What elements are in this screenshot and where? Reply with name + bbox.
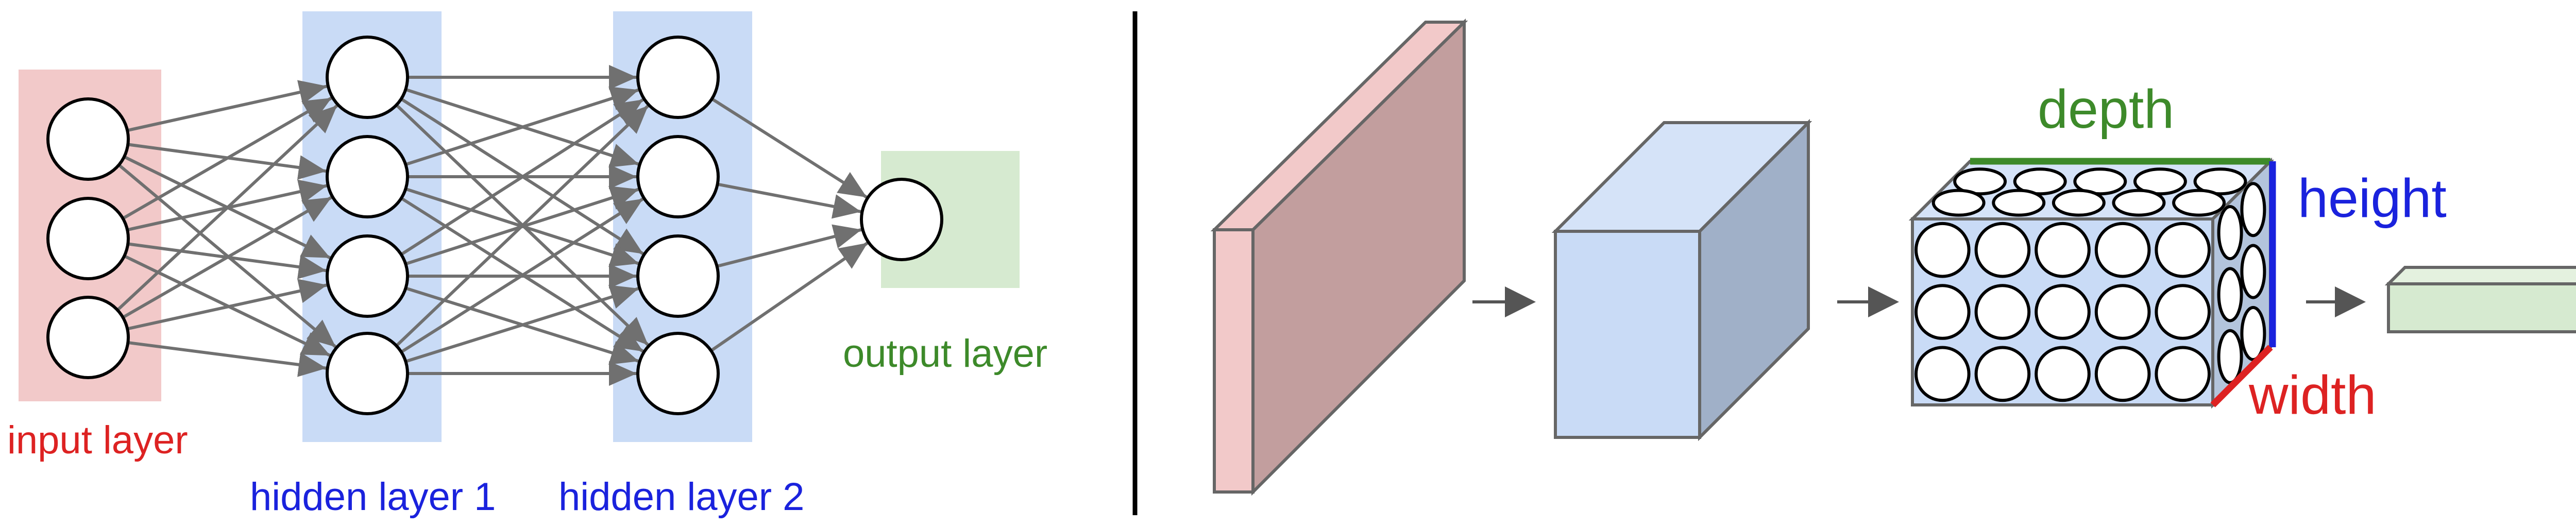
- volume-neuron: [1974, 222, 2031, 278]
- conv-volume: [1551, 118, 1812, 442]
- output-volume: [2384, 266, 2576, 333]
- connection-edge: [122, 96, 333, 220]
- neuron: [326, 234, 409, 318]
- volume-neuron: [1992, 189, 2046, 217]
- neuron: [46, 296, 130, 379]
- neuron: [46, 197, 130, 280]
- neuron-volume-neurons: [1914, 167, 2266, 402]
- volume-neuron: [2052, 189, 2106, 217]
- volume-neuron: [2155, 284, 2211, 340]
- connection-edge: [127, 80, 328, 132]
- neuron: [326, 135, 409, 218]
- volume-neuron: [2240, 182, 2266, 237]
- connection-edge: [405, 86, 639, 166]
- neuron: [326, 36, 409, 119]
- connection-edge: [116, 104, 338, 312]
- connection-edge: [127, 341, 327, 377]
- layer-labels: input layer hidden layer 1 hidden layer 2 o…: [7, 332, 1047, 519]
- connection-edge: [710, 241, 869, 352]
- volume-neuron: [2217, 267, 2243, 323]
- width-label: width: [2248, 365, 2376, 426]
- connection-edge: [400, 197, 645, 353]
- neuron: [46, 97, 130, 181]
- volume-neuron: [2112, 189, 2166, 217]
- input-volume-front: [1213, 228, 1255, 494]
- volume-neuron: [2094, 346, 2151, 402]
- connection-edge: [127, 279, 328, 331]
- volume-neuron: [2133, 167, 2187, 196]
- neuron: [636, 36, 720, 119]
- volume-neuron: [2240, 306, 2266, 361]
- neuron: [326, 332, 409, 415]
- neurons: [46, 36, 943, 415]
- layer-label-1: input layer: [7, 418, 188, 462]
- neuron-volume: [1908, 157, 2276, 409]
- convnet-volumes: depth height width: [1210, 18, 2576, 496]
- output-volume-top: [2384, 266, 2576, 285]
- volume-neuron: [2094, 284, 2151, 340]
- volume-neuron: [2155, 222, 2211, 278]
- volume-neuron: [2035, 222, 2091, 278]
- volume-neuron: [2217, 205, 2243, 261]
- volume-neuron: [1974, 284, 2031, 340]
- volume-neuron: [2035, 284, 2091, 340]
- volume-neuron: [2035, 346, 2091, 402]
- input-volume: [1210, 18, 1468, 496]
- volume-neuron: [2240, 244, 2266, 299]
- volume-neuron: [2155, 346, 2211, 402]
- depth-label: depth: [2038, 79, 2174, 140]
- connection-edge: [395, 105, 650, 347]
- connection-edges: [116, 65, 869, 386]
- volume-neuron: [2013, 167, 2067, 196]
- conv-volume-front: [1554, 230, 1701, 439]
- neuron: [636, 234, 720, 318]
- neuron: [636, 135, 720, 218]
- connection-edge: [400, 98, 645, 256]
- volume-neuron: [2193, 167, 2247, 196]
- width-edge: [2210, 345, 2273, 408]
- connection-edge: [405, 285, 639, 363]
- volume-neuron: [1914, 346, 1971, 402]
- fully-connected-network: input layer hidden layer 1 hidden layer 2 o…: [7, 11, 1047, 519]
- connection-edge: [717, 182, 861, 219]
- volume-neuron: [2073, 167, 2127, 196]
- volume-neuron: [1931, 189, 1986, 217]
- height-label: height: [2298, 168, 2447, 229]
- volume-neuron: [1914, 284, 1971, 340]
- volume-neuron: [1974, 346, 2031, 402]
- output-volume-front: [2387, 282, 2576, 333]
- connection-edge: [122, 196, 333, 319]
- layer-label-2: hidden layer 1: [250, 475, 496, 519]
- connection-edge: [716, 224, 862, 268]
- layer-label-3: hidden layer 2: [558, 475, 804, 519]
- volume-neuron: [1914, 222, 1971, 278]
- layer-label-4: output layer: [843, 332, 1047, 376]
- volume-neuron: [2094, 222, 2151, 278]
- volume-neuron: [1953, 167, 2007, 196]
- connection-edge: [711, 97, 868, 199]
- neuron: [860, 178, 943, 261]
- neuron: [636, 332, 720, 415]
- volume-neuron: [2172, 189, 2226, 217]
- volume-neuron: [2217, 329, 2243, 384]
